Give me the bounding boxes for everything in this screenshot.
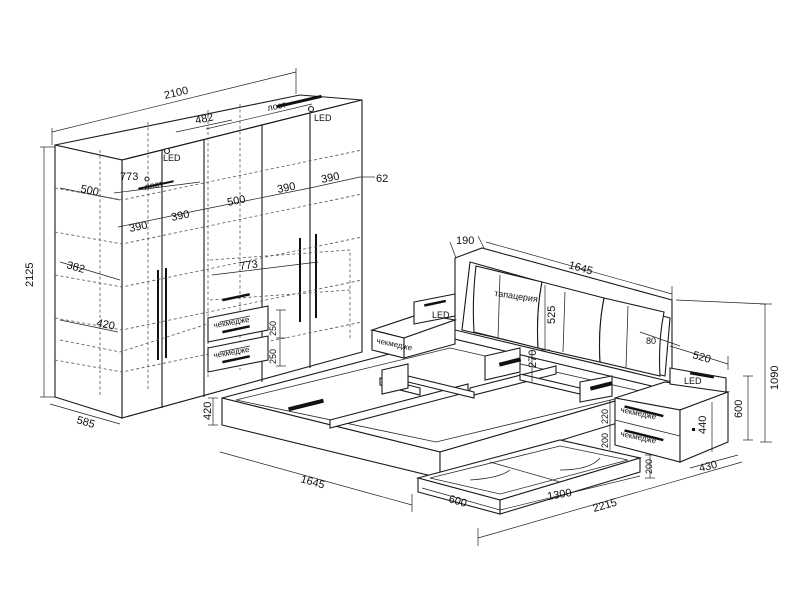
nightstand-right-total-h: 1090 xyxy=(769,366,781,390)
rod-inner-label: лост xyxy=(143,178,164,192)
drawer-h-1: 250 xyxy=(268,321,278,336)
shelf-382: 382 xyxy=(65,259,86,276)
wardrobe-top-depth-label: 482 xyxy=(194,111,214,127)
wardrobe-side-depth-label: 62 xyxy=(376,173,388,185)
nightstand-right-body-h: 600 xyxy=(733,400,745,418)
shelf-500-a: 500 xyxy=(79,183,99,199)
rod-top-label: лост xyxy=(266,99,287,113)
nightstand-left-led: LED xyxy=(432,310,450,320)
wardrobe-width-label: 2100 xyxy=(163,85,190,102)
shelf-773-b: 773 xyxy=(239,259,259,273)
nightstand-right: 520 80 1090 600 440 430 чекмедже чекмедж… xyxy=(614,299,781,475)
nightstand-right-depth: 430 xyxy=(698,459,719,475)
wardrobe: 2100 2125 585 482 62 LED LED лост лост 5… xyxy=(24,68,388,431)
nightstand-left: LED чекмедже xyxy=(370,293,458,359)
led-inner-label: LED xyxy=(163,153,181,163)
shelf-390-b: 390 xyxy=(170,208,190,224)
nightstand-right-offset: 80 xyxy=(646,336,656,346)
shelf-390-d: 390 xyxy=(320,170,340,186)
bed-base-width-label: 1645 xyxy=(299,473,326,491)
bed-base-h-label: 420 xyxy=(202,402,214,420)
wardrobe-depth-label: 585 xyxy=(75,414,96,431)
headboard-depth-label: 190 xyxy=(456,235,474,247)
shelf-420: 420 xyxy=(95,317,115,333)
shelf-390-a: 390 xyxy=(128,219,148,235)
shelf-773-a: 773 xyxy=(120,171,138,183)
headboard-cushion-3 xyxy=(598,297,665,377)
side-h-1-label: 220 xyxy=(600,409,610,424)
shelf-500-b: 500 xyxy=(226,193,246,209)
drawer-length-label: 1300 xyxy=(546,487,572,503)
drawer-depth-label: 600 xyxy=(447,493,468,510)
wardrobe-height-label: 2125 xyxy=(24,263,36,287)
gap-h-label: 270 xyxy=(527,350,539,368)
shelf-390-c: 390 xyxy=(276,180,296,196)
drawer-h-label: 200 xyxy=(644,459,654,474)
nightstand-right-drawer-h: 440 xyxy=(697,416,709,434)
upholstery-h-label: 525 xyxy=(546,306,558,324)
wardrobe-side xyxy=(54,144,123,419)
drawer-h-2: 250 xyxy=(268,349,278,364)
side-h-2-label: 200 xyxy=(600,433,610,448)
led-top-label: LED xyxy=(314,113,332,123)
nightstand-right-width: 520 xyxy=(691,349,712,366)
nightstand-right-led: LED xyxy=(684,376,702,386)
bed-length-label: 2215 xyxy=(592,497,619,515)
